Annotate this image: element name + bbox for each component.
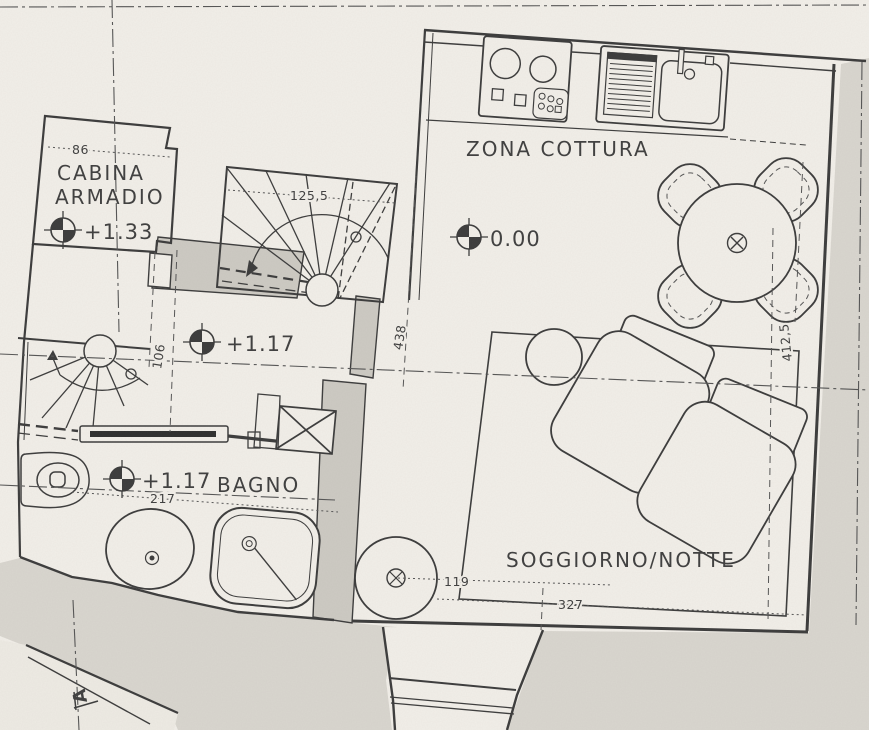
scan-grain-overlay: [0, 0, 869, 730]
floor-plan-page: CABINA ARMADIO ZONA COTTURA BAGNO SOGGIO…: [0, 0, 869, 730]
floor-plan-svg: CABINA ARMADIO ZONA COTTURA BAGNO SOGGIO…: [0, 0, 869, 730]
